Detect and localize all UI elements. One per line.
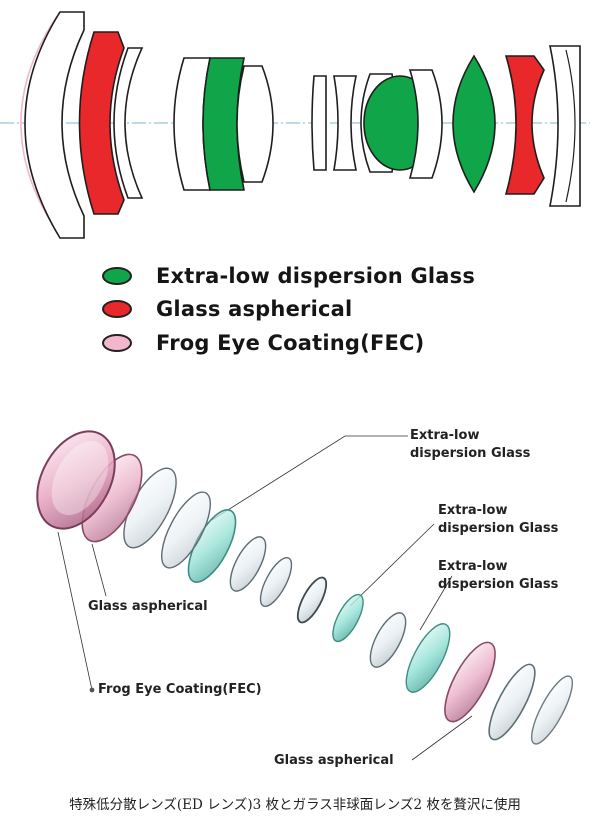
- disc-rear-1: [488, 663, 536, 741]
- legend-item-ed: Extra-low dispersion Glass: [102, 261, 475, 291]
- callout-ed-3: Extra-low dispersion Glass: [438, 558, 558, 594]
- disc-front-fec: [36, 430, 116, 530]
- callout-ed-2-line2: dispersion Glass: [438, 521, 559, 536]
- disc-aspherical-rear: [444, 641, 496, 723]
- lens-element-7: [311, 75, 327, 171]
- disc-ed-2: [332, 593, 364, 643]
- leader-ed1: [211, 435, 408, 521]
- disc-group2-c: [259, 557, 293, 607]
- disc-group2-a: [161, 491, 211, 569]
- callout-aspherical-left: Glass aspherical: [88, 599, 208, 614]
- lens-element-3: [113, 47, 144, 199]
- leader-lines: [57, 435, 473, 761]
- callout-ed-3-line1: Extra-low: [438, 559, 508, 574]
- legend-item-aspherical: Glass aspherical: [102, 294, 352, 324]
- legend-label-fec: Frog Eye Coating(FEC): [156, 331, 425, 355]
- lens-element-8: [333, 75, 357, 171]
- disc-group3-b: [369, 612, 407, 668]
- legend-swatch-fec: [102, 334, 132, 352]
- leader-ed2: [349, 523, 435, 607]
- cross-section: [0, 11, 590, 239]
- lens-element-14-inner: [565, 49, 576, 203]
- legend-item-fec: Frog Eye Coating(FEC): [102, 328, 424, 358]
- disc-front-fec-inner: [51, 440, 109, 516]
- lens-element-2-aspherical: [78, 31, 125, 215]
- callout-ed-2-line1: Extra-low: [438, 503, 508, 518]
- leader-fec: [57, 531, 93, 691]
- legend-label-aspherical: Glass aspherical: [156, 297, 353, 321]
- legend-swatch-ed: [102, 267, 132, 285]
- exploded-view: [36, 430, 574, 761]
- callout-ed-1-line2: dispersion Glass: [410, 446, 531, 461]
- lens-discs: [36, 430, 574, 745]
- callout-aspherical-bottom: Glass aspherical: [274, 753, 394, 768]
- legend-swatch-aspherical: [102, 300, 132, 318]
- leader-ed3: [419, 575, 453, 631]
- lens-element-11: [408, 69, 443, 179]
- disc-group3-a: [296, 576, 328, 624]
- callout-ed-2: Extra-low dispersion Glass: [438, 502, 558, 538]
- fec-coating-arc: [20, 11, 61, 237]
- callout-ed-3-line2: dispersion Glass: [438, 577, 559, 592]
- disc-ed-3: [405, 623, 451, 693]
- caption: 特殊低分散レンズ(ED レンズ)3 枚とガラス非球面レンズ2 枚を贅沢に使用: [69, 797, 521, 813]
- disc-rear-2: [530, 675, 574, 745]
- callout-fec: Frog Eye Coating(FEC): [98, 682, 262, 697]
- fec-leader-dot: [89, 687, 95, 693]
- lens-element-13-aspherical: [504, 55, 545, 195]
- lens-element-12-ed: [452, 54, 496, 194]
- disc-group2-b: [229, 536, 267, 592]
- callout-ed-1: Extra-low dispersion Glass: [410, 427, 530, 463]
- lens-element-6: [236, 65, 274, 183]
- leader-asph-bottom: [411, 715, 473, 761]
- legend-label-ed: Extra-low dispersion Glass: [156, 264, 476, 288]
- callout-ed-1-line1: Extra-low: [410, 428, 480, 443]
- lens-element-1: [24, 11, 85, 239]
- leader-asph-left: [91, 543, 107, 597]
